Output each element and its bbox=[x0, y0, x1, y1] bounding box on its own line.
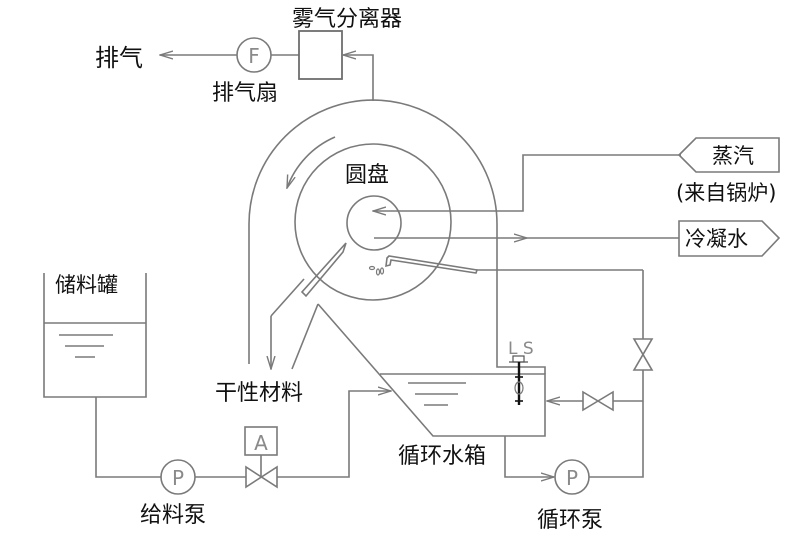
circulation-tank bbox=[317, 303, 546, 437]
circulation-pump: P bbox=[554, 459, 590, 495]
exhaust-label: 排气 bbox=[95, 44, 143, 72]
feed-line-to-pump bbox=[95, 397, 161, 478]
feed-line-to-tank bbox=[277, 391, 391, 478]
storage-tank-label: 储料罐 bbox=[55, 273, 118, 297]
steam-inlet-tag: 蒸汽 bbox=[677, 137, 780, 173]
circulation-pump-label: 循环泵 bbox=[537, 508, 603, 533]
tank-to-circ-pump-line bbox=[504, 436, 554, 477]
spray-droplets-icon bbox=[368, 265, 385, 276]
level-switch: L S bbox=[508, 339, 534, 405]
disc-hub bbox=[346, 195, 402, 251]
condensate-outlet-tag: 冷凝水 bbox=[678, 220, 781, 257]
feed-pump: P bbox=[160, 459, 196, 495]
scraper bbox=[300, 242, 347, 298]
feed-pump-label: 给料泵 bbox=[140, 503, 206, 528]
level-switch-label: L S bbox=[508, 339, 534, 359]
valve-icon bbox=[245, 465, 278, 489]
spray-valve-icon bbox=[632, 338, 654, 371]
steam-line bbox=[373, 154, 681, 211]
return-valve-icon bbox=[582, 390, 614, 412]
fan-symbol: F bbox=[248, 44, 260, 68]
circ-pump-return-line bbox=[589, 370, 644, 478]
circulation-pump-symbol: P bbox=[566, 466, 578, 490]
rotation-arrow bbox=[287, 136, 336, 188]
housing-to-separator-line bbox=[343, 55, 374, 101]
storage-tank bbox=[43, 273, 147, 398]
steam-source-label: (来自锅炉) bbox=[676, 181, 776, 205]
mist-separator-label: 雾气分离器 bbox=[292, 7, 402, 32]
mist-separator bbox=[298, 30, 343, 80]
disc bbox=[294, 143, 452, 301]
exhaust-fan: F bbox=[236, 37, 272, 73]
spray-pipe bbox=[385, 255, 479, 274]
scraper-chute bbox=[270, 278, 305, 317]
condensate-label: 冷凝水 bbox=[685, 227, 748, 251]
disc-label: 圆盘 bbox=[345, 163, 389, 188]
circulation-tank-label: 循环水箱 bbox=[398, 444, 486, 469]
exhaust-fan-label: 排气扇 bbox=[212, 81, 278, 106]
actuator-symbol: A bbox=[254, 431, 268, 455]
steam-label: 蒸汽 bbox=[712, 144, 754, 168]
dry-material-label: 干性材料 bbox=[215, 381, 303, 406]
dryer-housing bbox=[248, 99, 546, 374]
chute-right-line bbox=[291, 303, 319, 370]
feed-pump-symbol: P bbox=[172, 466, 184, 490]
actuated-valve: A bbox=[244, 426, 278, 489]
